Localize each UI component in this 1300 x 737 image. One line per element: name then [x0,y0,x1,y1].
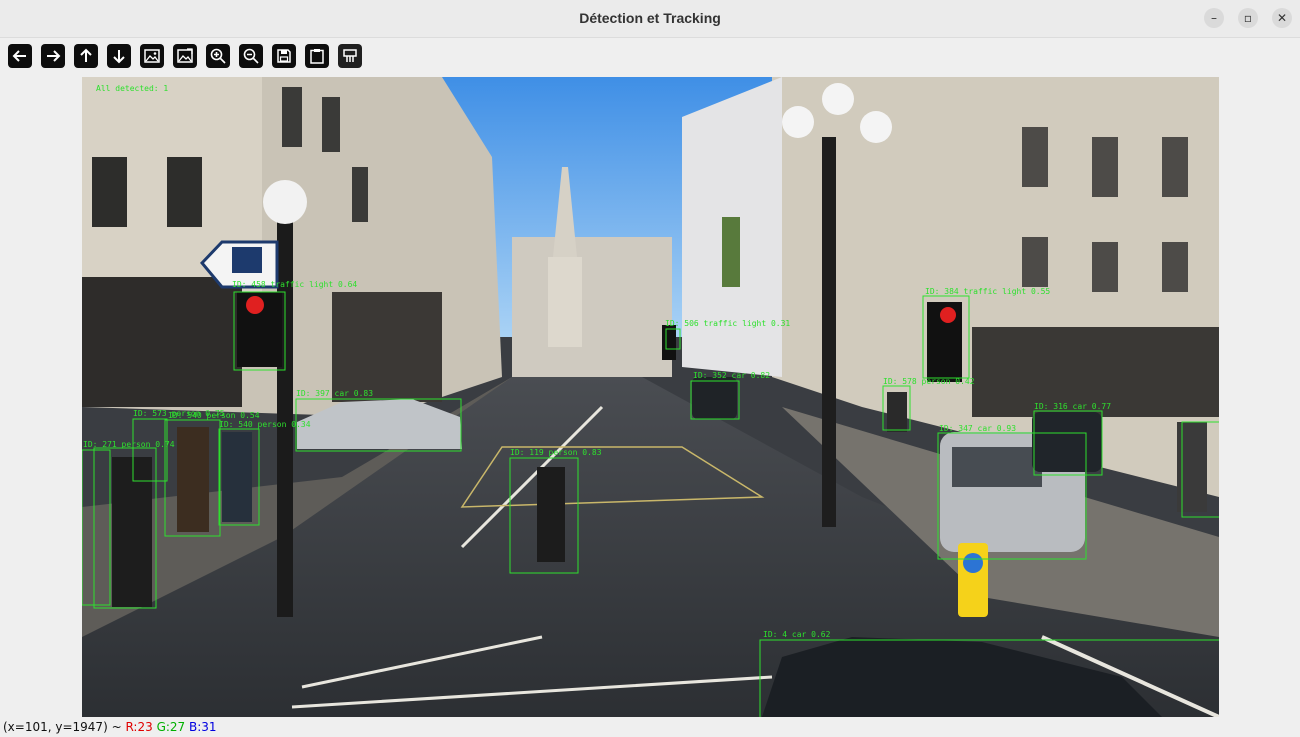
detection-box: ID: 540 person 0.54 [164,411,260,537]
detection-label: ID: 4 car 0.62 [763,630,831,639]
zoom-in-icon [210,48,226,64]
maximize-button[interactable]: ▫ [1238,8,1258,28]
detection-label: ID: 458 traffic light 0.64 [232,280,357,289]
cursor-coordinates: (x=101, y=1947) ~ [3,720,122,734]
forward-icon [47,50,61,62]
zoom-out-icon [243,48,259,64]
zoom-in-button[interactable] [206,44,230,68]
status-bar: (x=101, y=1947) ~ R:23 G:27 B:31 [3,720,217,734]
down-icon [113,50,125,64]
detection-box: ID: 578 person 0.42 [882,377,975,431]
forward-button[interactable] [41,44,65,68]
detection-box: ID: 316 car 0.77 [1033,402,1111,476]
detection-label: ID: 573 person 0.75 [133,409,225,418]
detection-box [1181,421,1219,518]
detection-overlay: All detected: 1 ID: 458 traffic light 0.… [82,84,1219,717]
detection-box: ID: 540 person 0.34 [218,420,311,526]
detection-label: ID: 578 person 0.42 [883,377,975,386]
detection-box: ID: 271 person 0.74 [82,440,175,609]
close-button[interactable]: ✕ [1272,8,1292,28]
window-title: Détection et Tracking [579,10,721,26]
up-button[interactable] [74,44,98,68]
detection-label: ID: 271 person 0.74 [83,440,175,449]
save-icon [277,49,291,63]
image-edit-button[interactable] [173,44,197,68]
detection-box: ID: 352 car 0.82 [690,371,770,420]
detection-box: ID: 384 traffic light 0.55 [922,287,1050,379]
detection-box: ID: 4 car 0.62 [759,630,1219,717]
back-icon [12,50,26,62]
pixel-green-value: G:27 [156,720,186,734]
detection-box: ID: 397 car 0.83 [295,389,462,452]
detection-label: ID: 119 person 0.83 [510,448,602,457]
pixel-blue-value: B:31 [189,720,217,734]
detection-label: ID: 384 traffic light 0.55 [925,287,1050,296]
detection-label: ID: 540 person 0.34 [219,420,311,429]
clipboard-button[interactable] [305,44,329,68]
street-scene-image: All detected: 1 ID: 458 traffic light 0.… [82,77,1219,717]
toolbar [0,38,1300,76]
image-viewer[interactable]: All detected: 1 ID: 458 traffic light 0.… [82,77,1219,717]
up-icon [80,48,92,62]
back-button[interactable] [8,44,32,68]
detection-label: ID: 540 person 0.54 [168,411,260,420]
detection-box: ID: 347 car 0.93 [937,424,1087,560]
image-edit-icon [177,48,193,63]
minimize-button[interactable]: – [1204,8,1224,28]
detection-box: ID: 573 person 0.75 [132,409,225,482]
down-button[interactable] [107,44,131,68]
detection-box: ID: 119 person 0.83 [509,448,602,574]
detection-label: ID: 352 car 0.82 [693,371,770,380]
detection-label: ID: 347 car 0.93 [939,424,1016,433]
detection-box: ID: 458 traffic light 0.64 [232,280,357,371]
clipboard-icon [310,49,324,64]
detection-header: All detected: 1 [96,84,168,93]
save-button[interactable] [272,44,296,68]
image-button[interactable] [140,44,164,68]
pixel-red-value: R:23 [125,720,153,734]
zoom-out-button[interactable] [239,44,263,68]
properties-button[interactable] [338,44,362,68]
detection-label: ID: 506 traffic light 0.31 [665,319,790,328]
detection-box: ID: 506 traffic light 0.31 [665,319,790,350]
image-icon [144,49,160,63]
title-bar: Détection et Tracking – ▫ ✕ [0,0,1300,38]
properties-icon [343,49,357,62]
detection-label: ID: 397 car 0.83 [296,389,373,398]
detection-label: ID: 316 car 0.77 [1034,402,1111,411]
